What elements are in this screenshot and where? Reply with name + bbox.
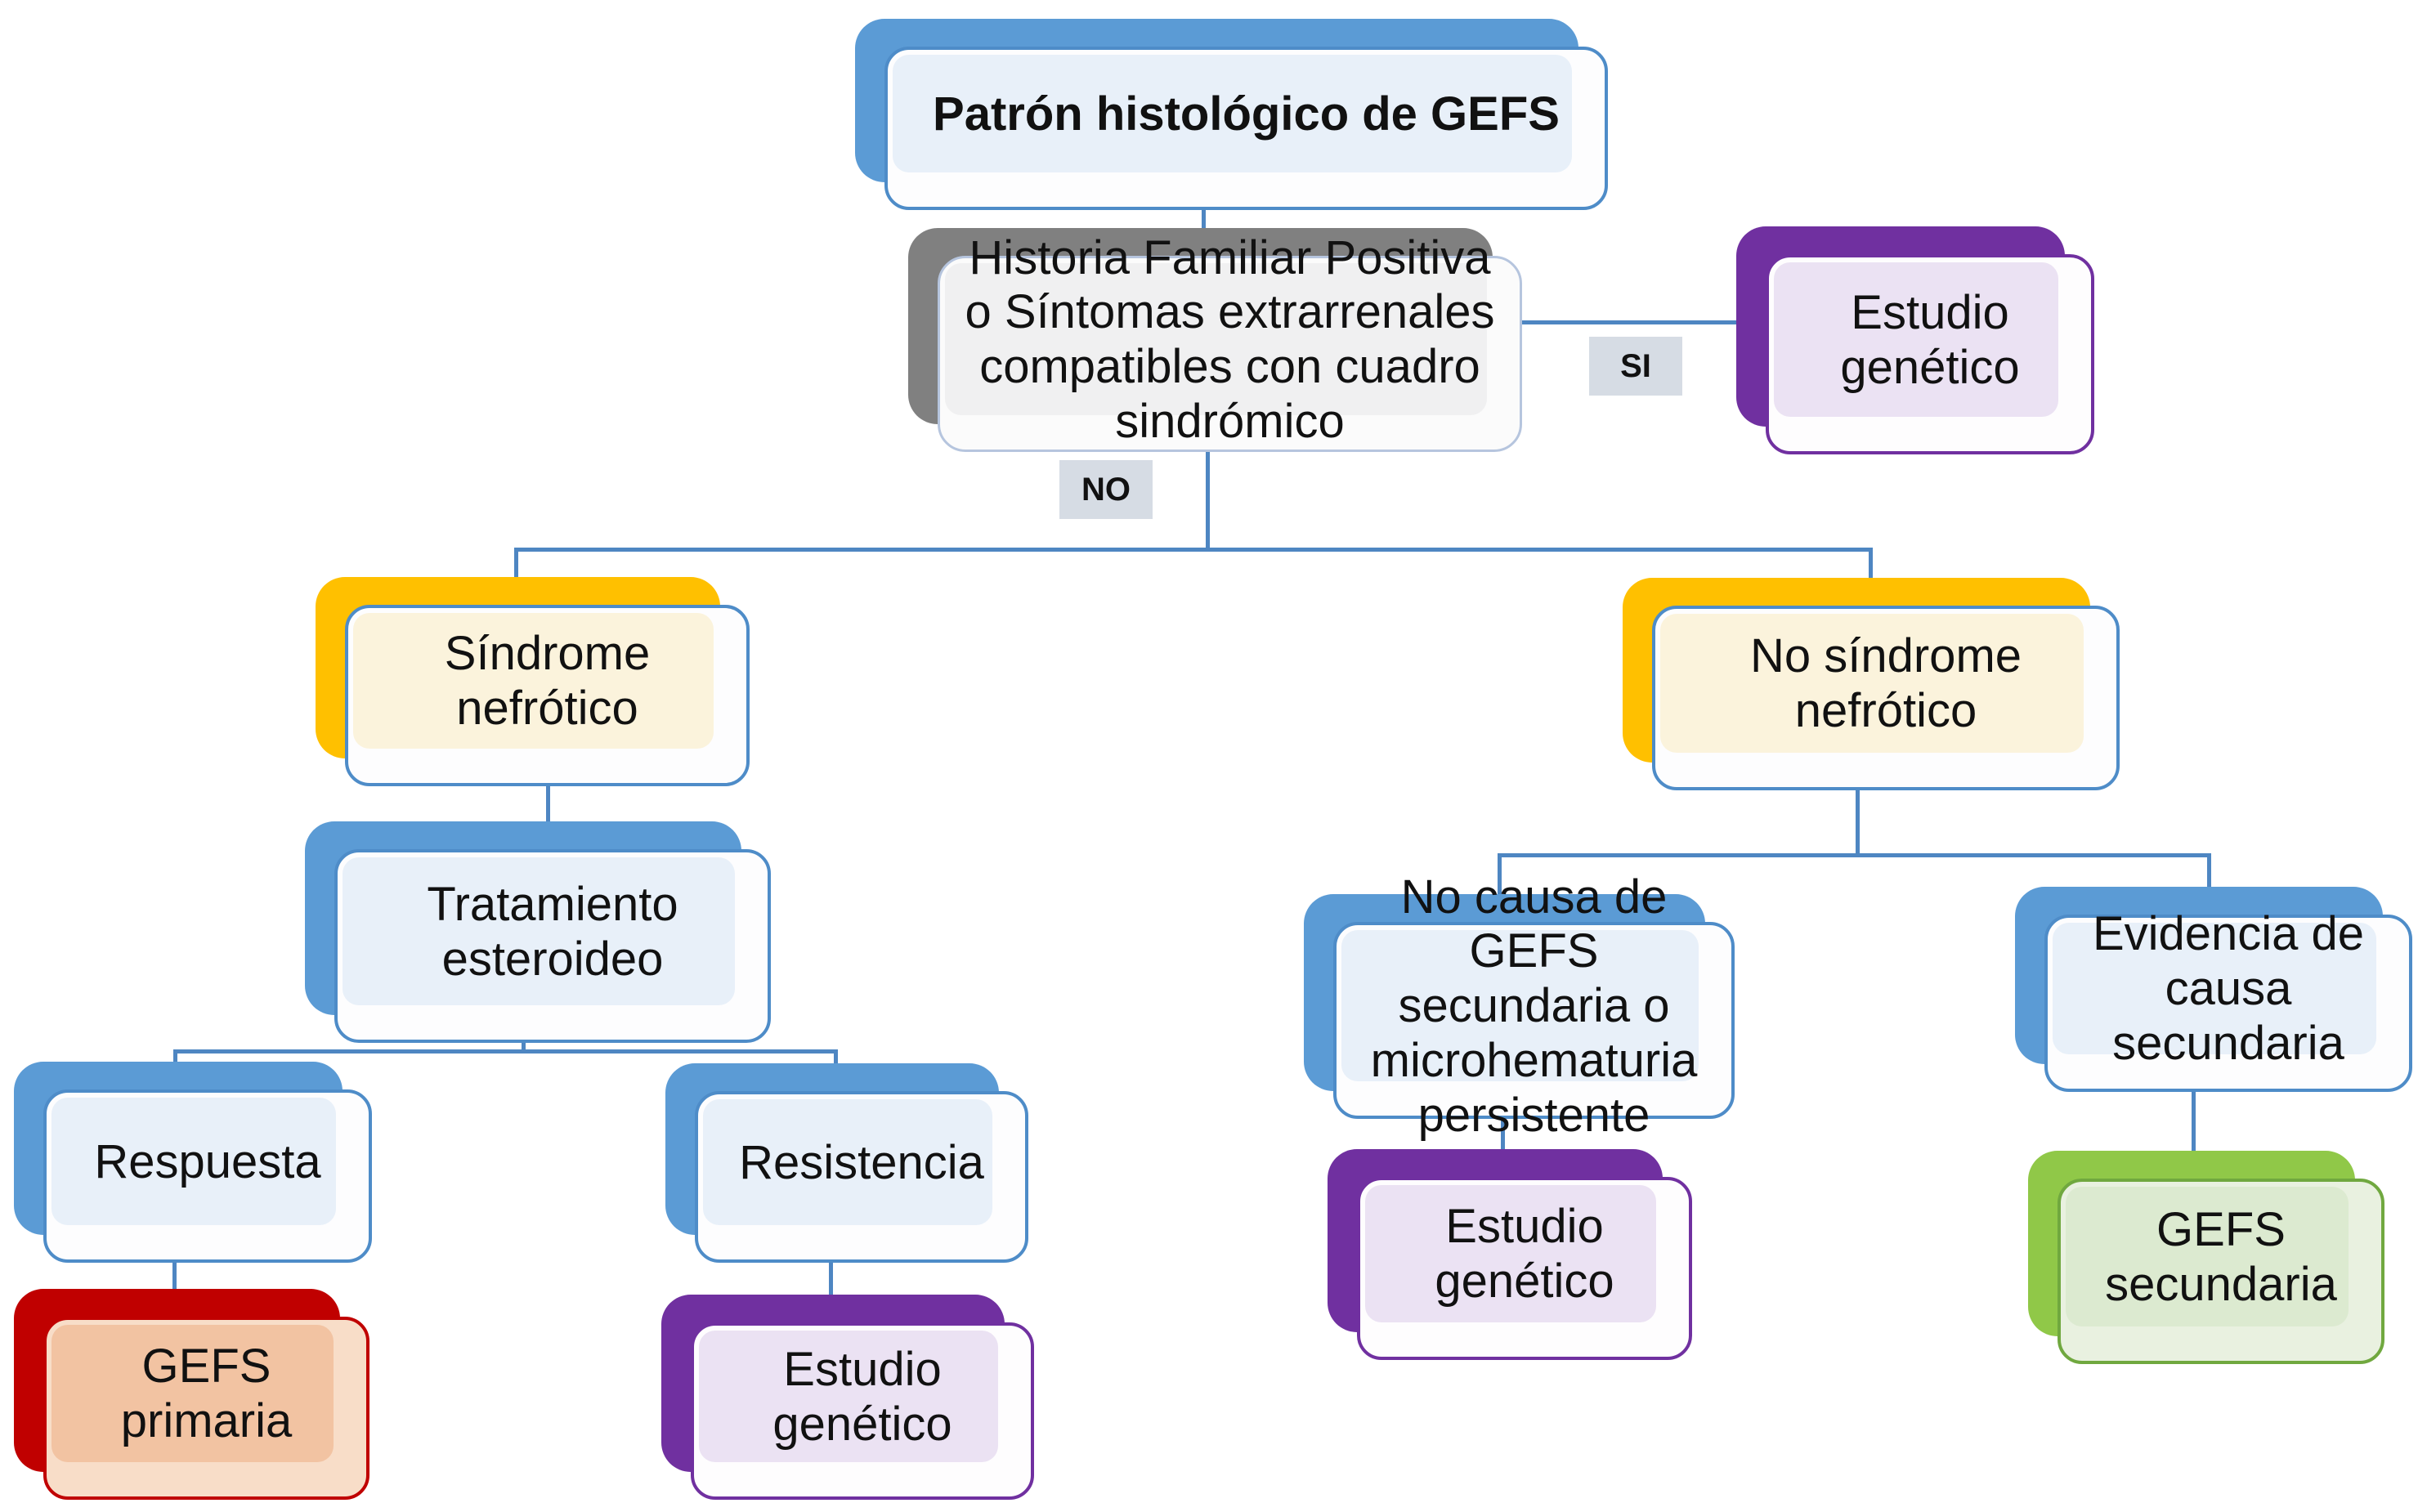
node-resistencia-label: Resistencia <box>739 1135 984 1189</box>
node-no-sindrome-label: No síndrome nefrótico <box>1749 629 2022 737</box>
connector-split-no-causa <box>1498 853 1502 896</box>
connector-historia-si <box>1522 320 1767 324</box>
node-estudio-genetico-no-causa: Estudio genético <box>1328 1149 1692 1360</box>
node-gefs-secundaria-box: GEFS secundaria <box>2058 1179 2384 1364</box>
edge-label-no-text: NO <box>1081 471 1131 508</box>
node-no-causa-tint <box>1341 930 1699 1081</box>
node-estudio-si-label: Estudio genético <box>1840 285 2020 394</box>
connector-no-sindrome-stub <box>1856 790 1860 857</box>
node-sindrome-tint <box>353 613 714 749</box>
connector-tratamiento-split-horizontal <box>173 1049 838 1053</box>
connector-no-causa-estudio <box>1501 1119 1505 1152</box>
node-estudio-resistencia-box: Estudio genético <box>691 1322 1034 1500</box>
connector-split-sindrome <box>514 548 518 579</box>
node-evidencia-box: Evidencia de causa secundaria <box>2044 907 2412 1092</box>
edge-label-si: SI <box>1589 337 1682 396</box>
node-title-box: Patrón histológico de GEFS <box>884 47 1608 210</box>
connector-resistencia-estudio <box>829 1263 833 1297</box>
node-evidencia-label: Evidencia de causa secundaria <box>2092 907 2365 1070</box>
node-evidencia-tint <box>2053 923 2376 1054</box>
node-gefs-primaria: GEFS primaria <box>14 1289 369 1500</box>
node-estudio-no-causa-box: Estudio genético <box>1357 1177 1692 1360</box>
node-gefs-primaria-label: GEFS primaria <box>120 1340 293 1447</box>
node-tratamiento-box: Tratamiento esteroideo <box>334 849 771 1043</box>
node-sindrome-label: Síndrome nefrótico <box>444 627 651 735</box>
node-no-causa-box: No causa de GEFS secundaria o microhemat… <box>1333 870 1735 1142</box>
connector-tratamiento-stub <box>522 1040 526 1053</box>
connector-split-no-sindrome <box>1869 548 1873 579</box>
node-estudio-genetico-resistencia: Estudio genético <box>661 1295 1034 1500</box>
connector-split-evidencia <box>2207 853 2211 889</box>
node-gefs-secundaria-label: GEFS secundaria <box>2105 1202 2337 1311</box>
node-no-causa-gefs-secundaria: No causa de GEFS secundaria o microhemat… <box>1304 870 1735 1142</box>
node-tratamiento-tint <box>343 857 735 1005</box>
connector-evidencia-gefs-secundaria <box>2192 1092 2196 1152</box>
node-tratamiento-label: Tratamiento esteroideo <box>427 877 678 986</box>
node-estudio-no-causa-label: Estudio genético <box>1435 1200 1614 1308</box>
connector-respuesta-gefs-primaria <box>172 1263 177 1292</box>
node-historia-tint <box>945 263 1487 415</box>
node-gefs-primaria-tint <box>51 1325 334 1462</box>
connector-no-split-horizontal <box>514 548 1873 552</box>
connector-split-resistencia <box>834 1049 838 1070</box>
node-gefs-primaria-box: GEFS primaria <box>43 1317 369 1500</box>
node-estudio-no-causa-tint <box>1365 1185 1656 1322</box>
edge-label-no: NO <box>1059 460 1153 519</box>
node-gefs-secundaria-tint <box>2066 1187 2349 1326</box>
node-resistencia-box: Resistencia <box>695 1091 1028 1263</box>
node-historia-box: Historia Familiar Positiva o Síntomas ex… <box>938 230 1522 452</box>
connector-no-sindrome-split-horizontal <box>1498 853 2211 857</box>
node-respuesta-box: Respuesta <box>43 1089 372 1263</box>
node-estudio-si-box: Estudio genético <box>1766 254 2094 454</box>
node-respuesta-tint <box>51 1098 336 1225</box>
node-title: Patrón histológico de GEFS <box>855 19 1608 210</box>
node-historia-label: Historia Familiar Positiva o Síntomas ex… <box>965 230 1495 448</box>
node-resistencia-tint <box>703 1099 992 1225</box>
node-resistencia: Resistencia <box>665 1063 1028 1263</box>
node-no-sindrome-nefrotico: No síndrome nefrótico <box>1623 578 2120 790</box>
node-title-tint <box>893 55 1572 172</box>
node-historia-familiar: Historia Familiar Positiva o Síntomas ex… <box>908 228 1522 452</box>
node-sindrome-box: Síndrome nefrótico <box>345 605 750 786</box>
node-estudio-genetico-si: Estudio genético <box>1736 226 2094 454</box>
node-estudio-si-tint <box>1774 262 2058 417</box>
node-title-label: Patrón histológico de GEFS <box>933 87 1560 141</box>
node-respuesta: Respuesta <box>14 1062 372 1263</box>
node-tratamiento-esteroideo: Tratamiento esteroideo <box>305 821 771 1043</box>
node-estudio-resistencia-label: Estudio genético <box>772 1342 952 1451</box>
connector-historia-split <box>1206 450 1210 549</box>
connector-split-respuesta <box>173 1049 177 1069</box>
node-evidencia-causa-secundaria: Evidencia de causa secundaria <box>2015 887 2412 1092</box>
edge-label-si-text: SI <box>1620 347 1651 384</box>
node-estudio-resistencia-tint <box>699 1331 998 1462</box>
node-no-sindrome-box: No síndrome nefrótico <box>1652 606 2120 790</box>
node-sindrome-nefrotico: Síndrome nefrótico <box>316 577 750 786</box>
node-no-causa-label: No causa de GEFS secundaria o microhemat… <box>1370 870 1698 1142</box>
node-no-sindrome-tint <box>1660 614 2084 753</box>
node-gefs-secundaria: GEFS secundaria <box>2028 1151 2384 1364</box>
connector-sindrome-tratamiento <box>546 786 550 823</box>
node-respuesta-label: Respuesta <box>94 1134 321 1188</box>
